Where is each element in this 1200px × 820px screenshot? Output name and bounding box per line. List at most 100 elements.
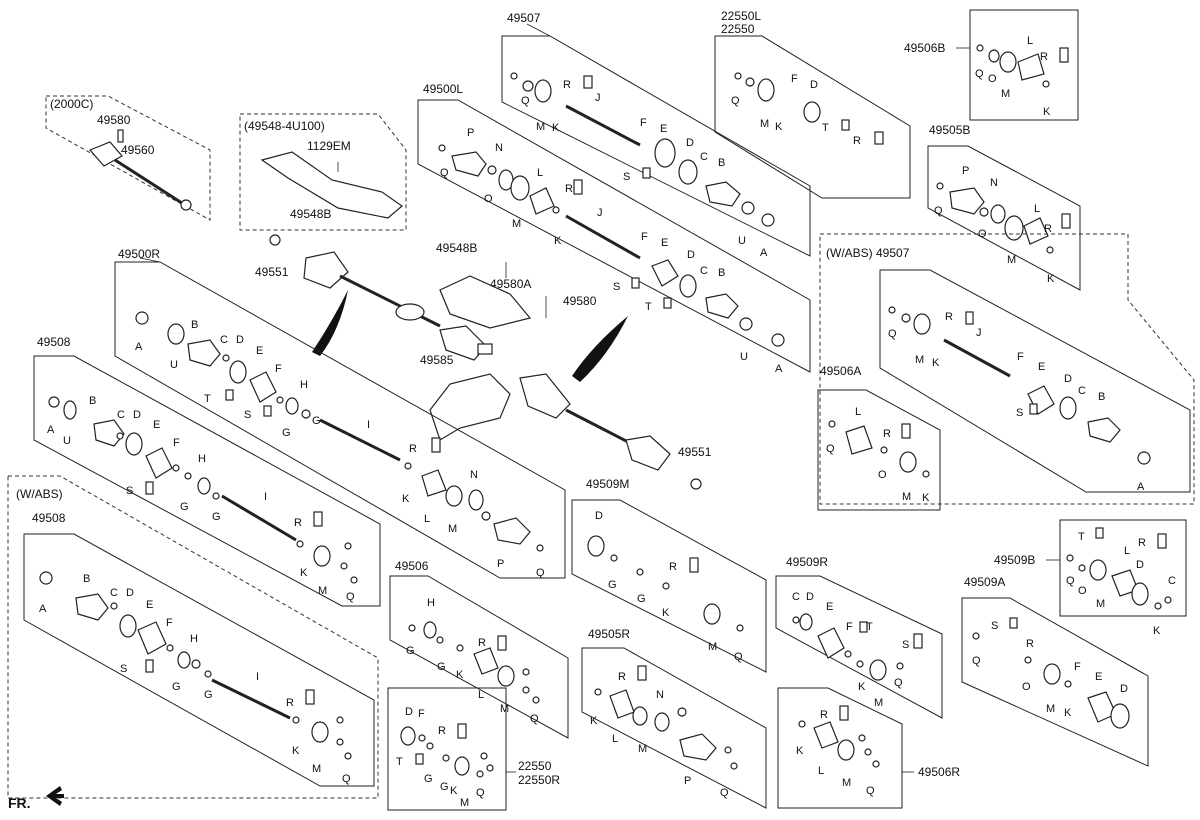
svg-text:K: K	[1043, 106, 1051, 118]
svg-text:Q: Q	[521, 95, 530, 107]
svg-text:K: K	[1047, 273, 1055, 285]
group-49500R: 49500R AB UC DE FH TS GG IR KL MN PQ	[114, 247, 566, 579]
svg-text:R: R	[438, 725, 446, 737]
svg-text:S: S	[623, 171, 630, 183]
svg-text:L: L	[612, 733, 618, 745]
svg-text:B: B	[1098, 391, 1105, 403]
svg-text:Q: Q	[342, 773, 351, 785]
svg-text:Q: Q	[894, 677, 903, 689]
svg-text:K: K	[450, 785, 458, 797]
svg-text:D: D	[1120, 683, 1128, 695]
svg-text:P: P	[684, 775, 691, 787]
svg-text:F: F	[173, 437, 180, 449]
svg-text:L: L	[855, 406, 861, 418]
svg-text:S: S	[902, 639, 909, 651]
label-22550-bottom: 22550	[518, 759, 552, 773]
svg-text:C: C	[700, 151, 708, 163]
svg-text:R: R	[563, 79, 571, 91]
svg-text:M: M	[448, 523, 457, 535]
group-49505B: 49505B QP ON ML RK	[927, 123, 1081, 291]
svg-text:K: K	[858, 681, 866, 693]
svg-text:K: K	[402, 493, 410, 505]
svg-text:K: K	[1064, 707, 1072, 719]
svg-text:F: F	[166, 617, 173, 629]
svg-text:F: F	[1074, 661, 1081, 673]
svg-text:G: G	[608, 579, 617, 591]
svg-text:R: R	[853, 135, 861, 147]
svg-text:E: E	[826, 601, 833, 613]
front-direction-indicator: FR.	[8, 786, 64, 811]
svg-text:G: G	[440, 781, 449, 793]
svg-text:A: A	[775, 363, 783, 375]
svg-text:M: M	[1001, 88, 1010, 100]
svg-text:K: K	[1153, 625, 1161, 637]
svg-text:R: R	[945, 311, 953, 323]
label-49551-a: 49551	[255, 265, 289, 279]
svg-text:C: C	[700, 265, 708, 277]
svg-text:L: L	[1027, 35, 1033, 47]
svg-text:R: R	[286, 697, 294, 709]
svg-text:G: G	[637, 593, 646, 605]
svg-text:R: R	[1026, 638, 1034, 650]
svg-text:O: O	[1022, 681, 1031, 693]
svg-text:R: R	[409, 443, 417, 455]
svg-text:L: L	[818, 765, 824, 777]
svg-text:O: O	[878, 469, 887, 481]
svg-text:F: F	[846, 621, 853, 633]
label-49548B-mid: 49548B	[436, 241, 477, 255]
svg-text:D: D	[806, 591, 814, 603]
svg-text:F: F	[275, 363, 282, 375]
svg-text:K: K	[922, 492, 930, 504]
svg-text:A: A	[39, 603, 47, 615]
svg-text:O: O	[484, 193, 493, 205]
svg-text:U: U	[170, 359, 178, 371]
svg-text:D: D	[133, 409, 141, 421]
label-49506B: 49506B	[904, 41, 945, 55]
svg-text:E: E	[153, 419, 160, 431]
part-q	[510, 72, 518, 80]
svg-text:D: D	[1064, 373, 1072, 385]
svg-text:E: E	[146, 599, 153, 611]
svg-text:Q: Q	[826, 443, 835, 455]
label-22550R: 22550R	[518, 773, 560, 787]
svg-text:S: S	[991, 620, 998, 632]
svg-text:C: C	[220, 334, 228, 346]
svg-text:L: L	[537, 167, 543, 179]
svg-text:M: M	[512, 218, 521, 230]
label-49509R: 49509R	[786, 555, 828, 569]
label-wabs-49507: (W/ABS) 49507	[826, 246, 910, 260]
svg-text:Q: Q	[934, 205, 943, 217]
svg-text:T: T	[822, 122, 829, 134]
svg-text:Q: Q	[731, 95, 740, 107]
svg-text:T: T	[396, 756, 403, 768]
label-22550: 22550	[721, 22, 755, 36]
svg-text:Q: Q	[476, 787, 485, 799]
label-49508-lower: 49508	[32, 511, 66, 525]
svg-text:R: R	[294, 517, 302, 529]
svg-text:H: H	[427, 597, 435, 609]
svg-text:L: L	[424, 513, 430, 525]
svg-text:G: G	[180, 501, 189, 513]
svg-text:U: U	[740, 351, 748, 363]
svg-text:M: M	[708, 641, 717, 653]
svg-text:K: K	[775, 121, 783, 133]
svg-text:M: M	[536, 121, 545, 133]
svg-text:T: T	[1078, 531, 1085, 543]
svg-text:Q: Q	[346, 591, 355, 603]
svg-text:D: D	[595, 510, 603, 522]
svg-text:N: N	[990, 177, 998, 189]
svg-text:L: L	[1124, 545, 1130, 557]
label-49505R: 49505R	[588, 627, 630, 641]
svg-text:L: L	[1034, 203, 1040, 215]
svg-text:S: S	[244, 409, 251, 421]
svg-text:R: R	[669, 561, 677, 573]
label-22550L: 22550L	[721, 9, 761, 23]
label-49507: 49507	[507, 11, 541, 25]
svg-text:U: U	[63, 435, 71, 447]
